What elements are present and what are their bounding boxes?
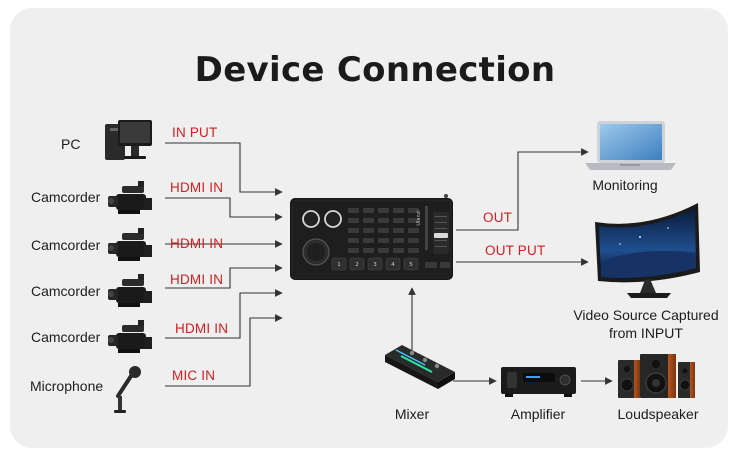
signal-label-input: IN PUT	[172, 125, 218, 140]
amplifier-icon	[501, 367, 576, 397]
device-label-pc: PC	[61, 136, 81, 152]
device-label-monitoring: Monitoring	[592, 177, 658, 193]
wire-cam3	[165, 264, 283, 289]
switcher-button-label: 1	[337, 262, 341, 268]
curved-monitor-icon	[595, 203, 700, 298]
camcorder-icon	[108, 320, 152, 353]
camcorder-icon	[108, 274, 152, 307]
laptop-icon	[585, 121, 676, 170]
signal-label-hdmi-2: HDMI IN	[170, 236, 224, 251]
device-label-camcorder-4: Camcorder	[31, 329, 101, 345]
wire-monitoring	[456, 148, 589, 231]
output-wires	[408, 148, 613, 385]
signal-label-hdmi-1: HDMI IN	[170, 180, 224, 195]
video-switcher-device: 1 2 3 4 5 Ulanzi	[290, 194, 453, 280]
microphone-icon	[114, 366, 141, 413]
pc-monitor-icon	[105, 120, 152, 160]
switcher-button-label: 5	[409, 262, 413, 268]
diagram-title: Device Connection	[194, 50, 556, 90]
signal-label-out: OUT	[483, 210, 513, 225]
device-label-camcorder-1: Camcorder	[31, 189, 101, 205]
switcher-button-label: 3	[373, 262, 377, 268]
signal-label-mic-in: MIC IN	[172, 368, 216, 383]
device-label-video-source: Video Source Captured from INPUT	[573, 307, 719, 341]
device-label-amplifier: Amplifier	[510, 406, 566, 422]
device-label-microphone: Microphone	[30, 378, 104, 394]
device-label-camcorder-2: Camcorder	[31, 237, 101, 253]
switcher-button-label: 4	[391, 262, 395, 268]
loudspeaker-icon	[618, 354, 695, 398]
wire-cam1	[165, 197, 283, 221]
camcorder-icon	[108, 228, 152, 261]
switcher-button-label: 2	[355, 262, 359, 268]
device-label-loudspeaker: Loudspeaker	[617, 406, 699, 422]
camcorder-icon	[108, 181, 152, 214]
device-label-mixer: Mixer	[394, 406, 430, 422]
device-label-camcorder-3: Camcorder	[31, 283, 101, 299]
signal-label-hdmi-3: HDMI IN	[170, 272, 224, 287]
wire-cam4	[165, 289, 283, 339]
signal-label-output: OUT PUT	[485, 243, 546, 258]
switcher-brand-label: Ulanzi	[416, 210, 422, 225]
wire-mic	[165, 314, 283, 387]
mixer-icon	[385, 345, 455, 389]
signal-label-hdmi-4: HDMI IN	[175, 321, 229, 336]
input-wires	[165, 142, 283, 387]
wire-pc	[165, 142, 283, 196]
